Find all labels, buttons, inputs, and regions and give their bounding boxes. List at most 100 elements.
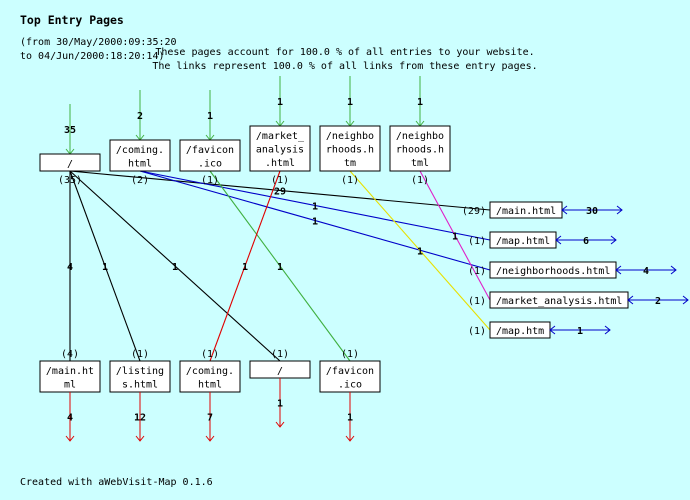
entry-count: 1 bbox=[347, 97, 353, 108]
page-name: / bbox=[67, 159, 73, 170]
link-line bbox=[69, 170, 281, 362]
onward-count: 4 bbox=[643, 266, 649, 277]
onward-count: 2 bbox=[655, 296, 661, 307]
summary-links: The links represent 100.0 % of all links… bbox=[152, 61, 537, 72]
next-page-node: (1) /map.htm 1 bbox=[468, 321, 611, 339]
footer-credit: Created with aWebVisit-Map 0.1.6 bbox=[20, 477, 213, 488]
page-name: /coming.html bbox=[116, 145, 164, 170]
link-line bbox=[349, 170, 491, 331]
visit-count: (1) bbox=[411, 175, 429, 186]
link-count: 1 bbox=[452, 232, 458, 243]
arrowhead-down-icon bbox=[345, 435, 355, 442]
link: 4 bbox=[67, 171, 73, 361]
link-count: 1 bbox=[417, 247, 423, 258]
arrowhead-left-icon bbox=[555, 235, 562, 245]
arrowhead-right-icon bbox=[616, 205, 623, 215]
entry-page-node: 1/favicon.ico(1) bbox=[179, 90, 241, 186]
visit-count: (1) bbox=[468, 236, 486, 247]
entry-count: 1 bbox=[417, 97, 423, 108]
page-name: /map.htm bbox=[496, 326, 544, 337]
exit-count: 12 bbox=[134, 413, 146, 424]
period-to: to 04/Jun/2000:18:20:14) bbox=[20, 51, 165, 62]
visit-count: (1) bbox=[271, 175, 289, 186]
arrowhead-down-icon bbox=[275, 421, 285, 428]
link: 1 bbox=[69, 170, 281, 362]
link: 1 bbox=[209, 170, 351, 362]
page-name: /coming.html bbox=[186, 366, 234, 391]
link-count: 1 bbox=[277, 262, 283, 273]
next-page-box bbox=[39, 360, 101, 393]
page-name: /map.html bbox=[496, 236, 550, 247]
link-line bbox=[139, 170, 491, 241]
link: 1 bbox=[419, 170, 491, 301]
page-name: /neighborhoods.html bbox=[496, 266, 610, 277]
visit-count: (1) bbox=[341, 349, 359, 360]
period-from: (from 30/May/2000:09:35:20 bbox=[20, 37, 177, 48]
arrowhead-right-icon bbox=[670, 265, 677, 275]
arrowhead-right-icon bbox=[610, 235, 617, 245]
arrowhead-down-icon bbox=[205, 435, 215, 442]
entry-count: 1 bbox=[207, 111, 213, 122]
next-page-node: (1) /market_analysis.html 2 bbox=[468, 291, 689, 309]
visit-count: (4) bbox=[61, 349, 79, 360]
onward-count: 1 bbox=[577, 326, 583, 337]
arrowhead-down-icon bbox=[135, 435, 145, 442]
page-name: /market_analysis.html bbox=[496, 296, 622, 307]
visit-count: (29) bbox=[462, 206, 486, 217]
link-count: 1 bbox=[312, 202, 318, 213]
page-title: Top Entry Pages bbox=[20, 13, 124, 27]
entry-page-node: 35/(35) bbox=[39, 104, 101, 186]
visit-count: (1) bbox=[201, 349, 219, 360]
arrowhead-left-icon bbox=[549, 325, 556, 335]
visit-count: (1) bbox=[468, 296, 486, 307]
visit-count: (1) bbox=[271, 349, 289, 360]
page-name: /market_analysis.html bbox=[256, 131, 305, 169]
next-page-node: (29) /main.html 30 bbox=[462, 201, 623, 219]
visit-count: (1) bbox=[131, 349, 149, 360]
arrowhead-left-icon bbox=[627, 295, 634, 305]
entry-count: 2 bbox=[137, 111, 143, 122]
next-page-node: (1) / 1 bbox=[249, 349, 311, 428]
entry-count: 1 bbox=[277, 97, 283, 108]
link: 1 bbox=[139, 170, 491, 241]
entry-page-box bbox=[109, 139, 171, 172]
link-line bbox=[209, 170, 351, 362]
page-name: / bbox=[277, 366, 283, 377]
exit-count: 1 bbox=[347, 413, 353, 424]
exit-count: 1 bbox=[277, 399, 283, 410]
visit-count: (2) bbox=[131, 175, 149, 186]
exit-count: 7 bbox=[207, 413, 213, 424]
next-page-node: (1) /coming.html 7 bbox=[179, 349, 241, 442]
page-name: /favicon.ico bbox=[186, 145, 234, 170]
arrowhead-right-icon bbox=[604, 325, 611, 335]
link: 1 bbox=[69, 170, 141, 362]
next-page-node: (1) /neighborhoods.html 4 bbox=[468, 261, 677, 279]
link-count: 1 bbox=[312, 217, 318, 228]
visit-count: (1) bbox=[468, 266, 486, 277]
onward-count: 30 bbox=[586, 206, 598, 217]
arrowhead-left-icon bbox=[561, 205, 568, 215]
arrowhead-down-icon bbox=[65, 435, 75, 442]
entry-page-box bbox=[319, 125, 381, 172]
next-page-box bbox=[109, 360, 171, 393]
link-count: 29 bbox=[274, 187, 286, 198]
entry-page-box bbox=[389, 125, 451, 172]
visit-count: (35) bbox=[58, 175, 82, 186]
entry-page-box bbox=[39, 153, 101, 172]
visit-count: (1) bbox=[468, 326, 486, 337]
link: 29 bbox=[69, 170, 491, 211]
arrowhead-right-icon bbox=[682, 295, 689, 305]
page-name: /main.html bbox=[496, 206, 556, 217]
link-line bbox=[139, 170, 491, 271]
link: 1 bbox=[349, 170, 491, 331]
